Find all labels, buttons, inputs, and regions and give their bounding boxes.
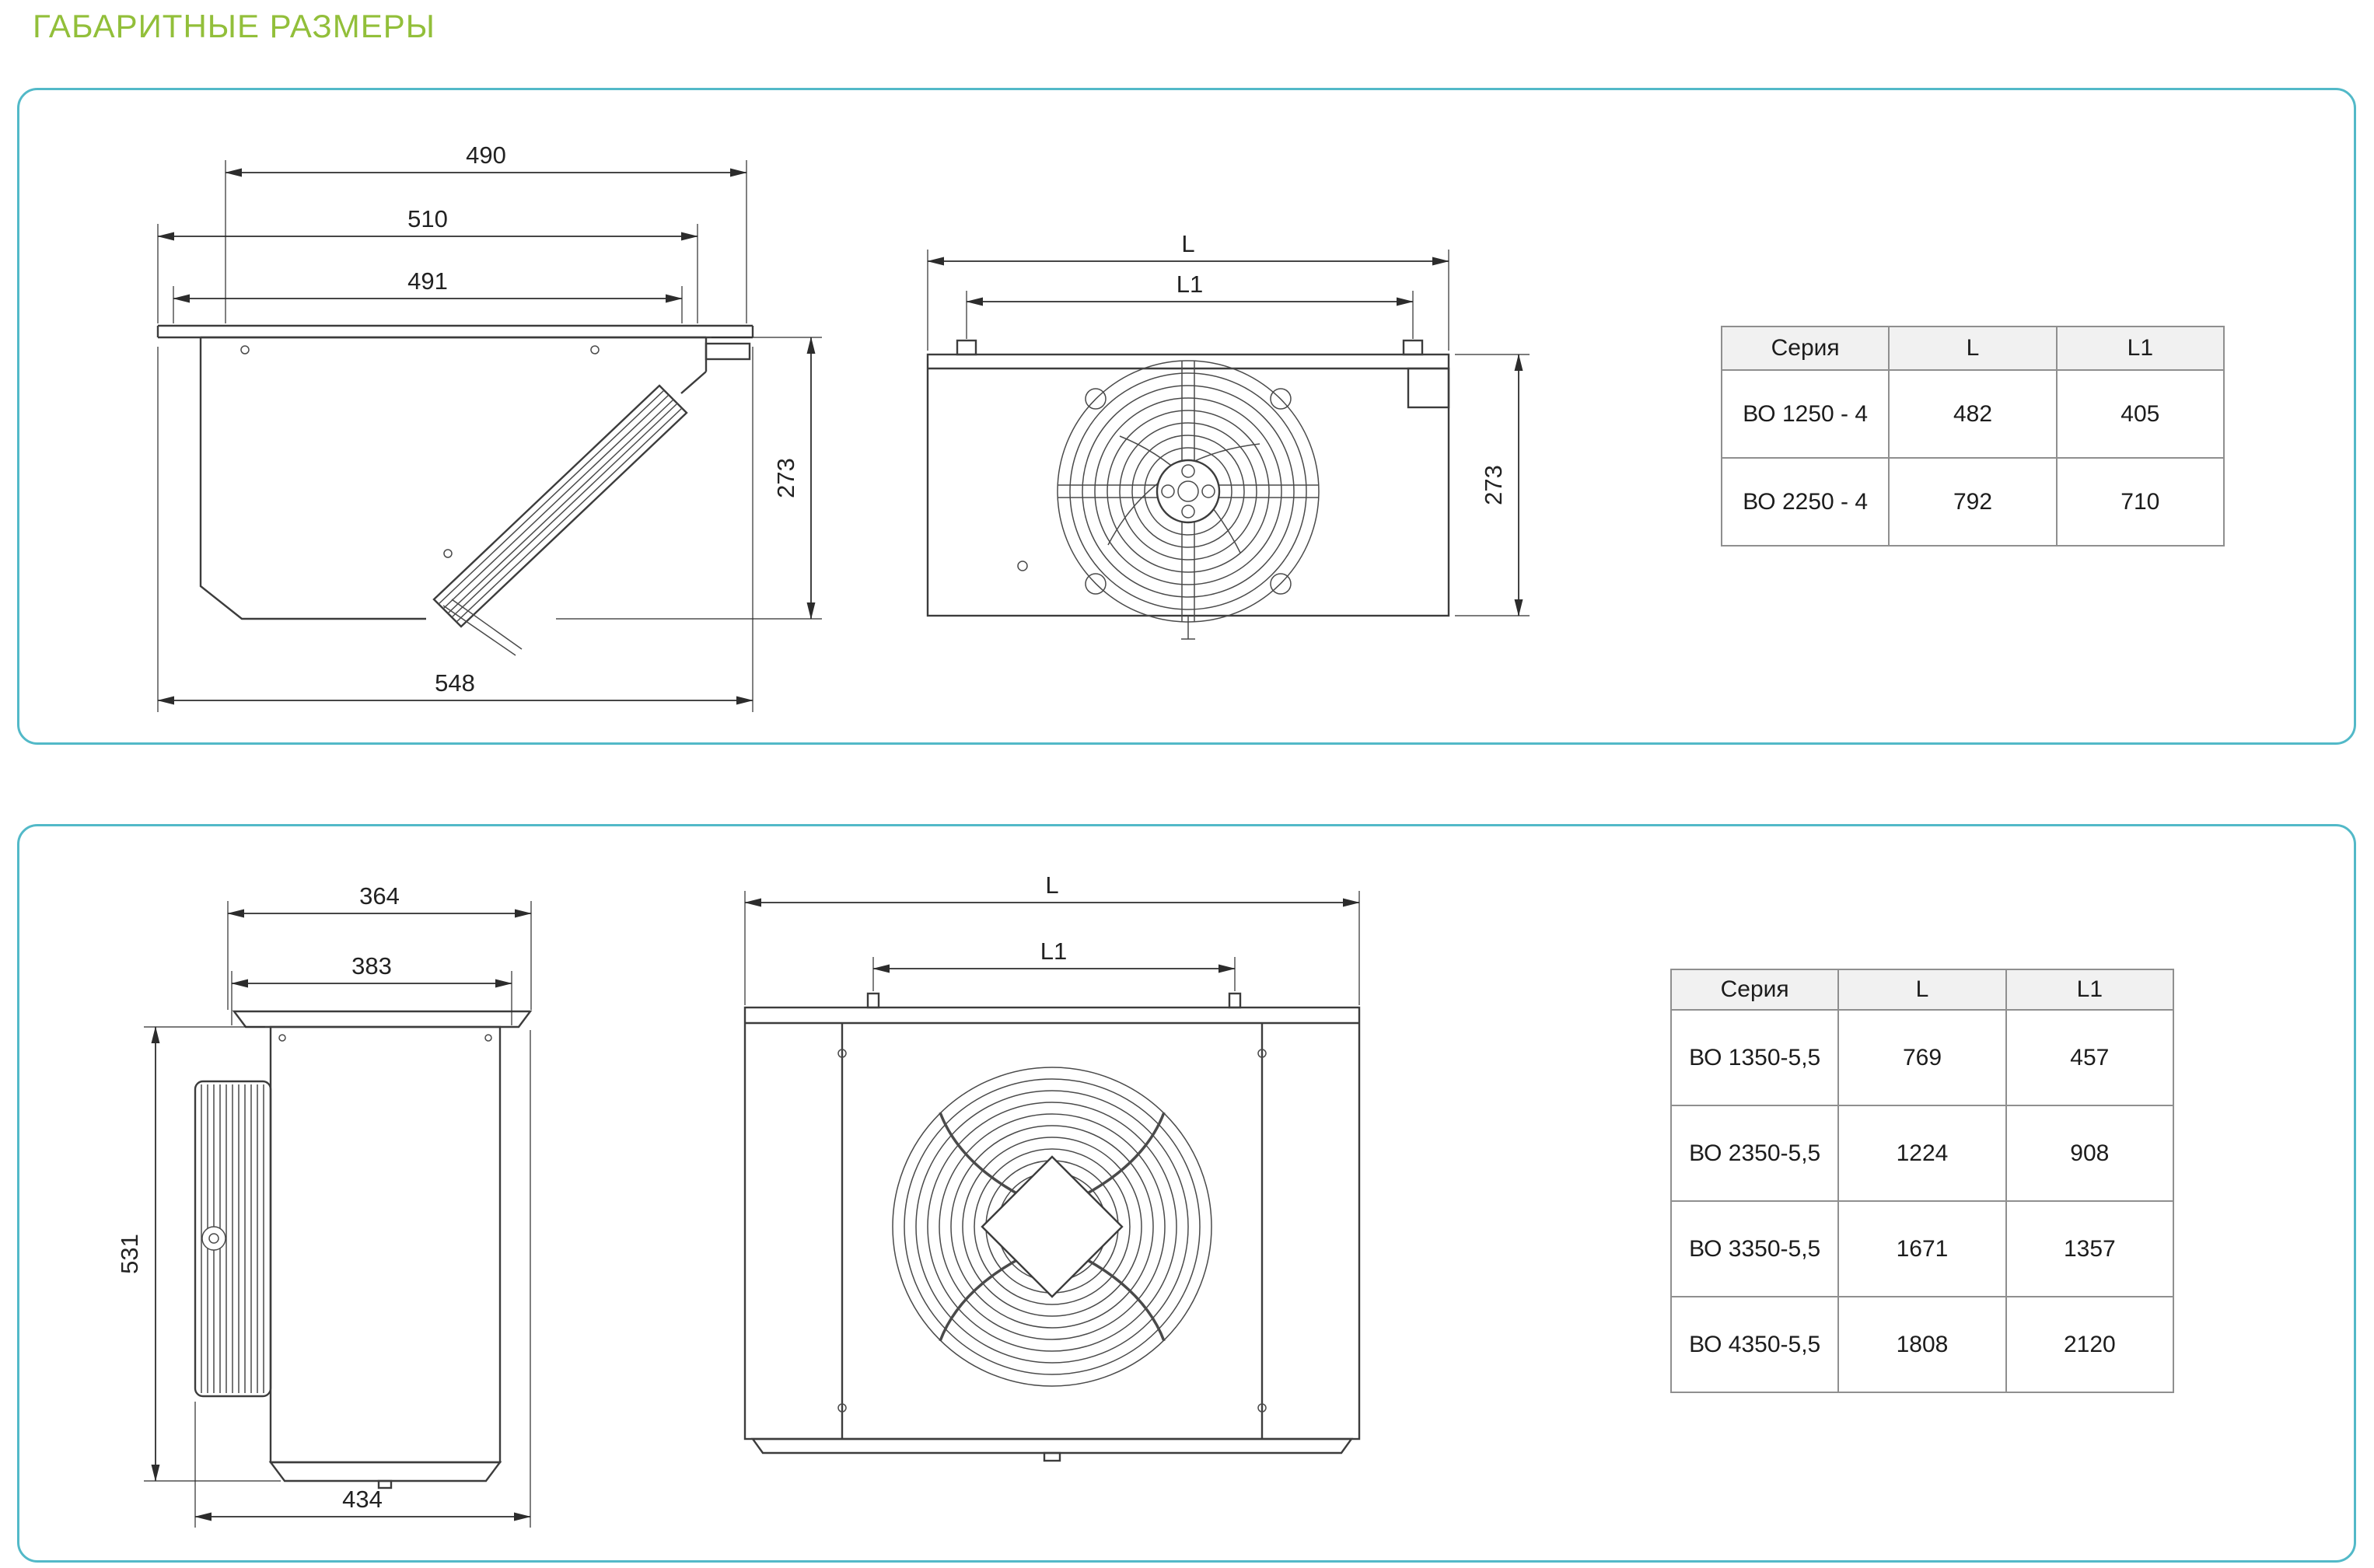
- table-row: ВО 1350-5,5 769 457: [1669, 1009, 2175, 1106]
- unit2-front-view-dimensions: L L1: [744, 871, 1360, 1005]
- table1-header-l: L: [1888, 326, 2058, 371]
- dim-364-label: 364: [359, 882, 400, 910]
- page-title: ГАБАРИТНЫЕ РАЗМЕРЫ: [33, 8, 435, 44]
- dim-273-front-label: 273: [1480, 465, 1507, 505]
- panel2-drawings: 364 383 531 434: [116, 871, 1361, 1528]
- fan-guard-2: [837, 1049, 1267, 1413]
- dim-383-label: 383: [351, 952, 392, 980]
- table-row: ВО 3350-5,5 1671 1357: [1669, 1200, 2175, 1297]
- fan-center-plate: [981, 1155, 1124, 1298]
- table-row: ВО 2350-5,5 1224 908: [1669, 1105, 2175, 1202]
- l-cell: 1224: [1837, 1105, 2007, 1202]
- table2-header-series: Серия: [1669, 969, 1840, 1011]
- unit1-front-view-drawing: [926, 339, 1450, 640]
- l1-cell: 457: [2005, 1009, 2175, 1106]
- dim-L-label-2: L: [1045, 871, 1058, 899]
- unit2-side-view-dimensions: 364 383 531 434: [116, 882, 532, 1528]
- dim-491-label: 491: [407, 267, 448, 295]
- series-cell: ВО 1350-5,5: [1669, 1009, 1840, 1106]
- l-cell: 1808: [1837, 1296, 2007, 1393]
- table-row: ВО 4350-5,5 1808 2120: [1669, 1296, 2175, 1393]
- table2-header-row: Серия L L1: [1669, 969, 2175, 1011]
- dim-510-label: 510: [407, 205, 448, 232]
- unit1-side-view-dimensions: 490 510 491 273 548: [157, 141, 822, 712]
- l-cell: 792: [1888, 457, 2058, 547]
- l-cell: 769: [1837, 1009, 2007, 1106]
- dim-490-label: 490: [466, 141, 506, 169]
- unit2-side-view-drawing: [194, 1010, 533, 1489]
- panel-unit-series-1350: 364 383 531 434: [17, 824, 2356, 1563]
- table1-header-l1: L1: [2055, 326, 2225, 371]
- table1-header-row: Серия L L1: [1720, 326, 2225, 371]
- l1-cell: 908: [2005, 1105, 2175, 1202]
- dim-548-label: 548: [435, 669, 475, 697]
- panel1-drawings: 490 510 491 273 548: [156, 141, 1530, 712]
- l1-cell: 2120: [2005, 1296, 2175, 1393]
- table1-header-series: Серия: [1720, 326, 1890, 371]
- series-cell: ВО 4350-5,5: [1669, 1296, 1840, 1393]
- series-cell: ВО 3350-5,5: [1669, 1200, 1840, 1297]
- fan-guard-1: [1057, 360, 1320, 623]
- unit2-front-view-drawing: [743, 992, 1361, 1462]
- l1-cell: 405: [2055, 369, 2225, 459]
- dim-L1-label-2: L1: [1040, 938, 1067, 965]
- table2-header-l1: L1: [2005, 969, 2175, 1011]
- dim-L-label-1: L: [1181, 230, 1194, 257]
- dim-L1-label-1: L1: [1177, 271, 1203, 298]
- l1-cell: 710: [2055, 457, 2225, 547]
- panel-unit-series-1250: 490 510 491 273 548: [17, 88, 2356, 745]
- series-cell: ВО 1250 - 4: [1720, 369, 1890, 459]
- fan-hub-1: [1156, 459, 1221, 524]
- dimensions-table-2: Серия L L1 ВО 1350-5,5 769 457 ВО 2350-5…: [1669, 969, 2175, 1393]
- table-row: ВО 1250 - 4 482 405: [1720, 369, 2225, 459]
- dim-531-label: 531: [116, 1234, 143, 1274]
- l-cell: 1671: [1837, 1200, 2007, 1297]
- dim-273-side-label: 273: [772, 458, 799, 498]
- series-cell: ВО 2250 - 4: [1720, 457, 1890, 547]
- dimensions-table-1: Серия L L1 ВО 1250 - 4 482 405 ВО 2250 -…: [1720, 326, 2225, 547]
- dim-434-label: 434: [342, 1486, 383, 1513]
- unit1-side-view-drawing: [156, 324, 754, 656]
- table-row: ВО 2250 - 4 792 710: [1720, 457, 2225, 547]
- series-cell: ВО 2350-5,5: [1669, 1105, 1840, 1202]
- unit1-front-view-dimensions: L L1 273: [927, 230, 1530, 616]
- l-cell: 482: [1888, 369, 2058, 459]
- l1-cell: 1357: [2005, 1200, 2175, 1297]
- table2-header-l: L: [1837, 969, 2007, 1011]
